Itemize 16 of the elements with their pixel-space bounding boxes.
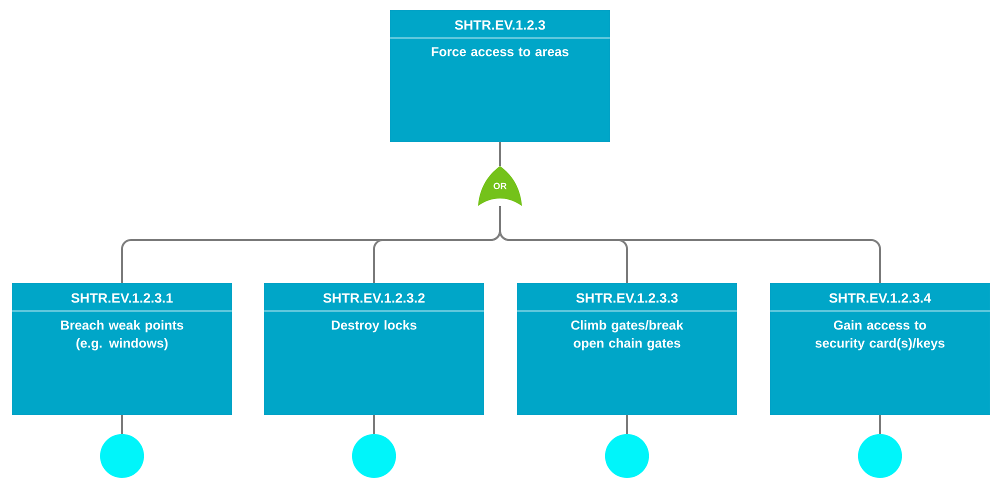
or-gate: OR xyxy=(478,166,522,206)
connector-line xyxy=(626,414,628,434)
connector-line xyxy=(879,414,881,434)
event-circle xyxy=(858,434,902,478)
connector-line xyxy=(121,414,123,434)
event-box: SHTR.EV.1.2.3.1 Breach weak points (e.g. windows) xyxy=(12,283,232,415)
event-box: SHTR.EV.1.2.3 Force access to areas xyxy=(390,10,610,142)
connector-line xyxy=(373,414,375,434)
event-circle xyxy=(100,434,144,478)
event-circle xyxy=(352,434,396,478)
event-box: SHTR.EV.1.2.3.4 Gain access to security card(s)/keys xyxy=(770,283,990,415)
event-box: SHTR.EV.1.2.3.2 Destroy locks xyxy=(264,283,484,415)
event-box: SHTR.EV.1.2.3.3 Climb gates/break open chain gates xyxy=(516,283,738,415)
connector-line xyxy=(499,206,881,283)
connector-line xyxy=(499,142,501,166)
event-circle xyxy=(605,434,649,478)
